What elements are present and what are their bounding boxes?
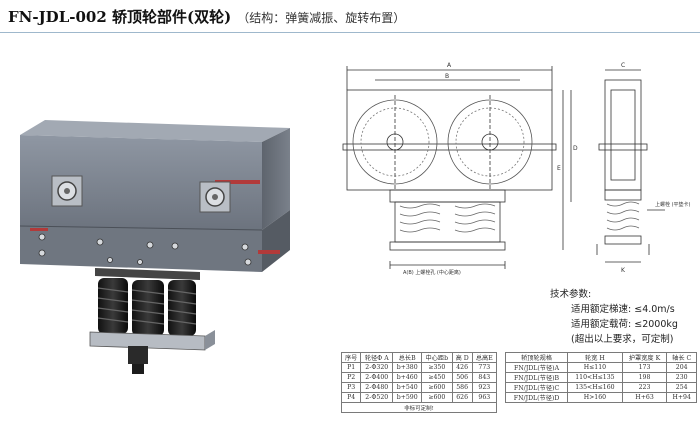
- spec-block: 技术参数: 适用额定梯速: ≤4.0m/s 适用额定载荷: ≤2000kg (超…: [550, 287, 678, 347]
- header-divider: [0, 32, 700, 33]
- label-a: A: [447, 62, 452, 69]
- technical-drawing: A B C D E K A(B) 上螺栓孔 (中心距离) 上螺栓 (平垫卡): [342, 62, 691, 276]
- table-header-row: 轿顶轮规格 轮宽 H 护罩宽度 K 轴长 C: [504, 352, 697, 363]
- spec-note: (超出以上要求，可定制): [571, 334, 674, 345]
- subtitle-text: （结构：弹簧减振、旋转布置）: [237, 11, 406, 25]
- label-c: C: [621, 62, 625, 69]
- spec-row: 适用额定梯速: ≤4.0m/s: [571, 304, 675, 315]
- side-note: 上螺栓 (平垫卡): [655, 201, 691, 208]
- label-d: D: [573, 145, 578, 152]
- table-header-row: 序号 轮径Φ A 总长B 中心距b 高 D 总高E: [340, 352, 498, 363]
- label-e: E: [557, 165, 561, 172]
- spec-row: 适用额定载荷: ≤2000kg: [571, 319, 678, 330]
- page-title: FN-JDL-002 轿顶轮部件(双轮) （结构：弹簧减振、旋转布置）: [8, 6, 405, 27]
- dim-text: A(B) 上螺栓孔 (中心距离): [403, 269, 461, 276]
- spec-heading: 技术参数:: [550, 289, 592, 300]
- title-text: FN-JDL-002 轿顶轮部件(双轮): [8, 8, 232, 26]
- label-b: B: [445, 73, 449, 80]
- product-photo: [19, 120, 290, 374]
- label-k: K: [621, 267, 626, 274]
- table-note-row: 非标可定制!: [341, 402, 497, 413]
